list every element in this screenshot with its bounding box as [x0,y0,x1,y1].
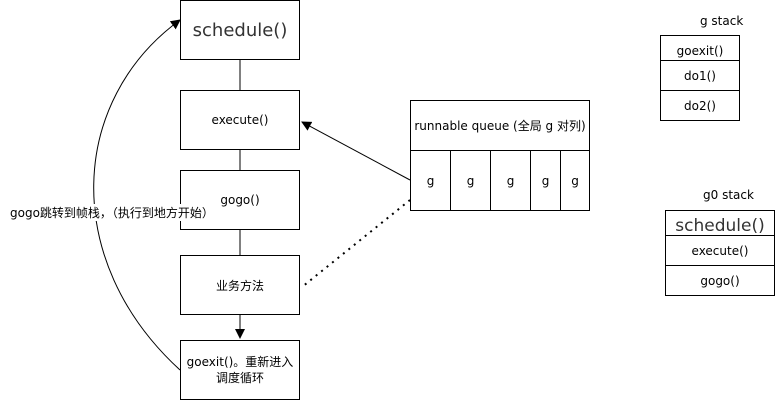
g-stack-title: g stack [700,14,744,28]
runnable-queue-title: runnable queue (全局 g 对列) [414,119,586,133]
schedule-label: schedule() [192,19,288,41]
goexit-label: goexit()。重新进入调度循环 [186,355,294,385]
queue-to-execute-arrow [301,121,411,181]
schedule-box: schedule() [180,0,300,60]
gogo-label: gogo() [220,193,260,207]
goexit-box: goexit()。重新进入调度循环 [180,340,300,400]
business-method-label: 业务方法 [215,278,264,293]
gogo-box: gogo() [180,170,300,230]
queue-cell: g [490,150,531,211]
g-stack-frame: do1() [660,60,740,91]
queue-cell: g [560,150,590,211]
queue-cell: g [410,150,451,211]
runnable-queue-title-box: runnable queue (全局 g 对列) [410,100,590,151]
g0-stack-frame: execute() [665,235,775,266]
execute-label: execute() [211,113,269,127]
g0-stack-title: g0 stack [703,188,754,202]
jump-label: gogo跳转到帧栈，（执行到地方开始） [10,204,214,221]
queue-cell: g [530,150,561,211]
queue-cell: g [450,150,491,211]
g0-stack-frame: gogo() [665,265,775,296]
return-curve-arrow [93,19,181,371]
business-method-box: 业务方法 [180,255,300,315]
execute-box: execute() [180,90,300,150]
queue-to-business-dotted [301,199,411,288]
g-stack-frame: do2() [660,90,740,121]
